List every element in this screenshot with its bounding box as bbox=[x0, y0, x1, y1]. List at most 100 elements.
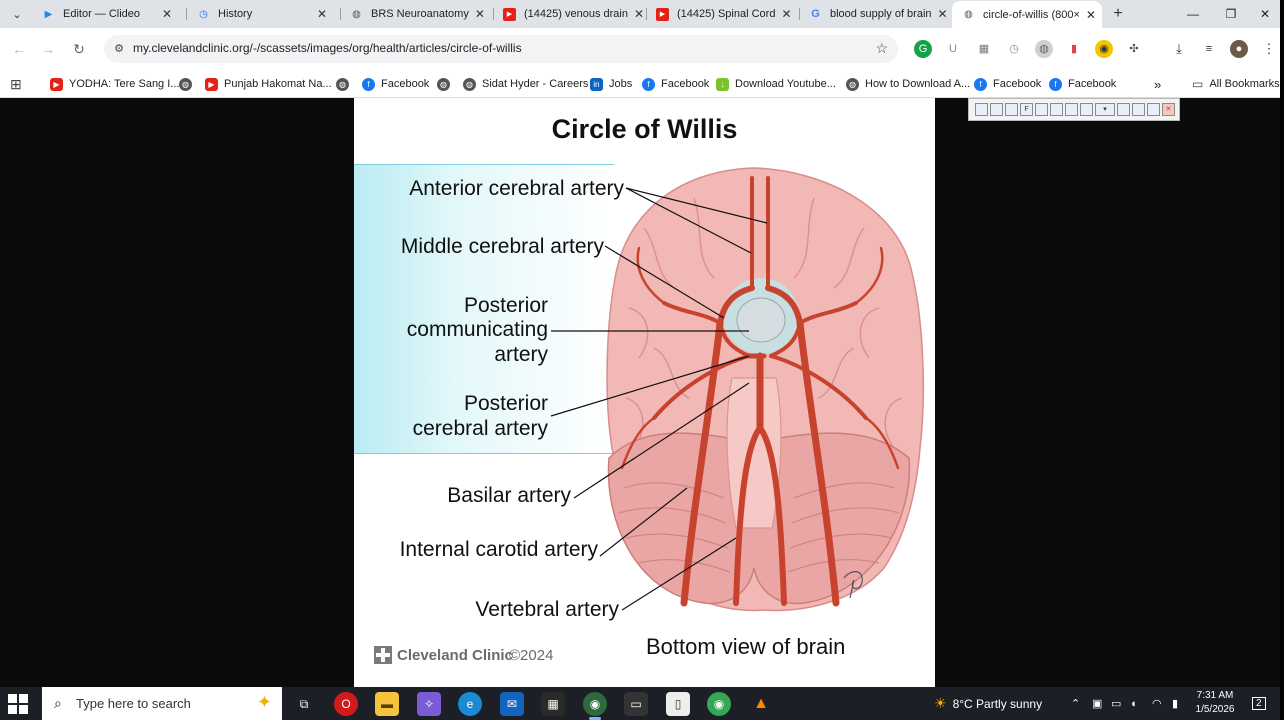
tool-button[interactable] bbox=[1050, 103, 1063, 116]
bookmark-star-icon[interactable]: ☆ bbox=[875, 40, 888, 56]
menu-kebab-icon[interactable]: ⋮ bbox=[1260, 40, 1278, 58]
all-bookmarks-button[interactable]: ▭ All Bookmarks bbox=[1192, 77, 1280, 91]
tool-dropdown[interactable]: ▾ bbox=[1095, 103, 1115, 116]
floating-extension-toolbar[interactable]: F ▾ ✕ bbox=[968, 98, 1180, 121]
bookmarks-overflow-button[interactable]: » bbox=[1154, 76, 1162, 92]
tool-button[interactable] bbox=[1117, 103, 1130, 116]
bookmark-item[interactable]: ▶ YODHA: Tere Sang I... bbox=[50, 74, 179, 94]
forward-arrow-icon[interactable]: → bbox=[41, 41, 55, 57]
system-clock[interactable]: 7:31 AM 1/5/2026 bbox=[1195, 690, 1235, 715]
tab-clideo[interactable]: ▶ Editor — Clideo ✕ bbox=[32, 2, 184, 26]
gyri-lines bbox=[625, 197, 903, 449]
outlook-icon[interactable]: ✉ bbox=[500, 692, 524, 716]
tool-button[interactable] bbox=[990, 103, 1003, 116]
bookmark-item[interactable]: f Facebook bbox=[362, 74, 429, 94]
grammarly-icon[interactable]: G bbox=[914, 40, 932, 58]
artery-network bbox=[620, 176, 900, 607]
close-window-button[interactable]: ✕ bbox=[1259, 7, 1271, 21]
bookmark-item[interactable]: ◍ bbox=[437, 74, 456, 94]
extension-video-icon[interactable]: ▦ bbox=[975, 40, 993, 58]
profile-avatar[interactable]: ● bbox=[1230, 40, 1248, 58]
bookmark-item[interactable]: ◍ bbox=[336, 74, 355, 94]
close-icon[interactable]: ✕ bbox=[781, 7, 792, 21]
tool-button[interactable] bbox=[975, 103, 988, 116]
new-tab-button[interactable]: + bbox=[1113, 5, 1123, 22]
file-explorer-icon[interactable]: ▬ bbox=[375, 692, 399, 716]
tab-label: BRS Neuroanatomy bbox=[371, 8, 469, 20]
restore-button[interactable]: ❐ bbox=[1225, 7, 1237, 21]
history-clock-icon: ◷ bbox=[199, 8, 208, 20]
battery-icon[interactable]: ▭ bbox=[1111, 698, 1122, 710]
wifi-icon[interactable]: ◠ bbox=[1152, 698, 1162, 710]
extensions-puzzle-icon[interactable]: ✣ bbox=[1125, 40, 1143, 58]
media-controls-icon[interactable]: ≡ bbox=[1200, 40, 1218, 58]
bookmark-item[interactable]: f Facebook bbox=[642, 74, 709, 94]
chrome-icon[interactable]: ◉ bbox=[583, 692, 607, 720]
close-icon[interactable]: ✕ bbox=[474, 7, 485, 21]
reload-icon[interactable]: ↻ bbox=[73, 41, 85, 57]
tab-brs-neuroanatomy[interactable]: ◍ BRS Neuroanatomy ✕ bbox=[340, 2, 492, 26]
taskbar-search-box[interactable]: ⌕ Type here to search ✦ bbox=[42, 687, 282, 720]
document-icon[interactable]: ▯ bbox=[666, 692, 690, 716]
cerebellum-folia bbox=[618, 482, 900, 573]
url-text[interactable]: my.clevelandclinic.org/-/scassets/images… bbox=[133, 41, 522, 55]
tab-separator bbox=[799, 8, 800, 20]
vlc-icon[interactable]: ▲ bbox=[753, 695, 769, 712]
bookmark-item[interactable]: f Facebook bbox=[974, 74, 1041, 94]
tool-button[interactable] bbox=[1147, 103, 1160, 116]
tool-button[interactable] bbox=[1080, 103, 1093, 116]
downloads-icon[interactable]: ⤓ bbox=[1170, 40, 1188, 58]
tool-button[interactable]: F bbox=[1020, 103, 1033, 116]
tab-spinal-cord[interactable]: ▶ (14425) Spinal Cord ✕ bbox=[646, 2, 798, 26]
weather-widget[interactable]: ☀ 8°C Partly sunny bbox=[934, 695, 1043, 711]
close-icon[interactable]: ✕ bbox=[316, 7, 328, 21]
close-icon[interactable]: ✕ bbox=[937, 7, 948, 21]
site-info-icon[interactable]: ⚙ bbox=[114, 43, 124, 55]
tool-button[interactable] bbox=[1132, 103, 1145, 116]
close-icon[interactable]: ✕ bbox=[633, 7, 645, 21]
address-bar[interactable]: ⚙ my.clevelandclinic.org/-/scassets/imag… bbox=[104, 35, 898, 63]
extension-chart-icon[interactable]: ▮ bbox=[1065, 40, 1083, 58]
tab-venous-drain[interactable]: ▶ (14425) venous drain ✕ bbox=[493, 2, 645, 26]
tool-button[interactable] bbox=[1065, 103, 1078, 116]
close-icon[interactable]: ✕ bbox=[161, 7, 173, 21]
microphone-icon[interactable]: ▮ bbox=[1172, 698, 1179, 710]
copilot-app-icon[interactable]: ✧ bbox=[417, 692, 441, 716]
bookmark-item[interactable]: ▶ Punjab Hakomat Na... bbox=[205, 74, 332, 94]
extension-globe-icon[interactable]: ◍ bbox=[1035, 40, 1053, 58]
bookmark-item[interactable]: ◍ How to Download A... bbox=[846, 74, 970, 94]
tool-button[interactable] bbox=[1035, 103, 1048, 116]
volume-icon[interactable]: ◖ bbox=[1130, 697, 1137, 710]
extension-clock-icon[interactable]: ◷ bbox=[1005, 40, 1023, 58]
tab-blood-supply[interactable]: G blood supply of brain ✕ bbox=[799, 2, 951, 26]
google-icon: G bbox=[811, 8, 820, 20]
opera-icon[interactable]: O bbox=[334, 692, 358, 716]
back-arrow-icon[interactable]: ← bbox=[12, 41, 26, 57]
tool-button[interactable] bbox=[1005, 103, 1018, 116]
close-icon[interactable]: ✕ bbox=[1085, 7, 1096, 22]
bookmark-item[interactable]: in Jobs bbox=[590, 74, 632, 94]
minimize-button[interactable]: — bbox=[1187, 7, 1199, 21]
store-icon[interactable]: ▦ bbox=[541, 692, 565, 716]
terminal-icon[interactable]: ▭ bbox=[624, 692, 648, 716]
bookmark-item[interactable]: ◍ bbox=[179, 74, 198, 94]
chrome-profile-icon[interactable]: ◉ bbox=[707, 692, 731, 716]
edge-icon[interactable]: e bbox=[458, 692, 482, 716]
bookmark-item[interactable]: ↓ Download Youtube... bbox=[716, 74, 836, 94]
tray-overflow-chevron-icon[interactable]: ⌃ bbox=[1071, 698, 1081, 710]
extension-speaker-icon[interactable]: ◉ bbox=[1095, 40, 1113, 58]
linkedin-icon: in bbox=[590, 77, 603, 91]
tab-search-button[interactable]: ⌄ bbox=[6, 4, 28, 24]
close-icon[interactable]: ✕ bbox=[1162, 103, 1175, 116]
extension-u-icon[interactable]: U bbox=[944, 40, 962, 58]
bookmark-item[interactable]: ◍ Sidat Hyder - Careers bbox=[463, 74, 588, 94]
task-view-icon[interactable]: ⧉ bbox=[299, 697, 309, 711]
tray-device-icon[interactable]: ▣ bbox=[1092, 698, 1103, 710]
notification-center[interactable]: 2 bbox=[1252, 687, 1266, 720]
tab-history[interactable]: ◷ History ✕ bbox=[187, 2, 339, 26]
tab-circle-of-willis[interactable]: ◍ circle-of-willis (800× ✕ bbox=[952, 1, 1102, 28]
apps-grid-icon[interactable]: ⊞ bbox=[10, 75, 22, 92]
copilot-sparkle-icon[interactable]: ✦ bbox=[256, 692, 272, 712]
windows-start-button[interactable] bbox=[8, 694, 28, 714]
bookmark-item[interactable]: f Facebook bbox=[1049, 74, 1116, 94]
